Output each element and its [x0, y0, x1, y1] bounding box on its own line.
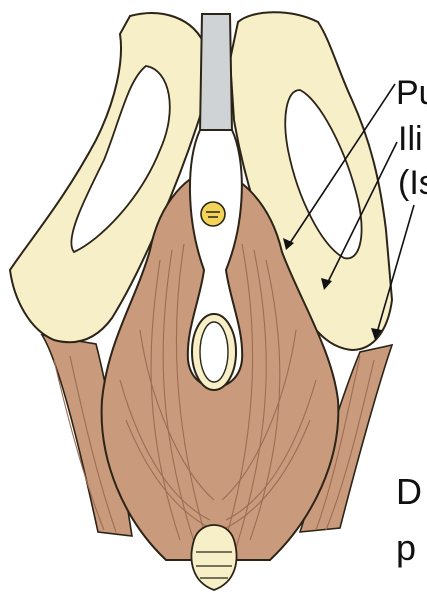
pubic-symphysis: [200, 14, 232, 132]
coccyx: [191, 525, 236, 590]
label-pelvic: p: [396, 530, 416, 566]
label-diaphragm: D: [396, 474, 422, 510]
urethra-opening: [201, 202, 225, 226]
label-ischiococcygeus: (Is: [398, 166, 427, 200]
vaginal-opening-inner: [200, 322, 228, 382]
label-pubococcygeus: Pu: [396, 76, 427, 110]
label-iliococcygeus: Ili: [398, 122, 423, 156]
